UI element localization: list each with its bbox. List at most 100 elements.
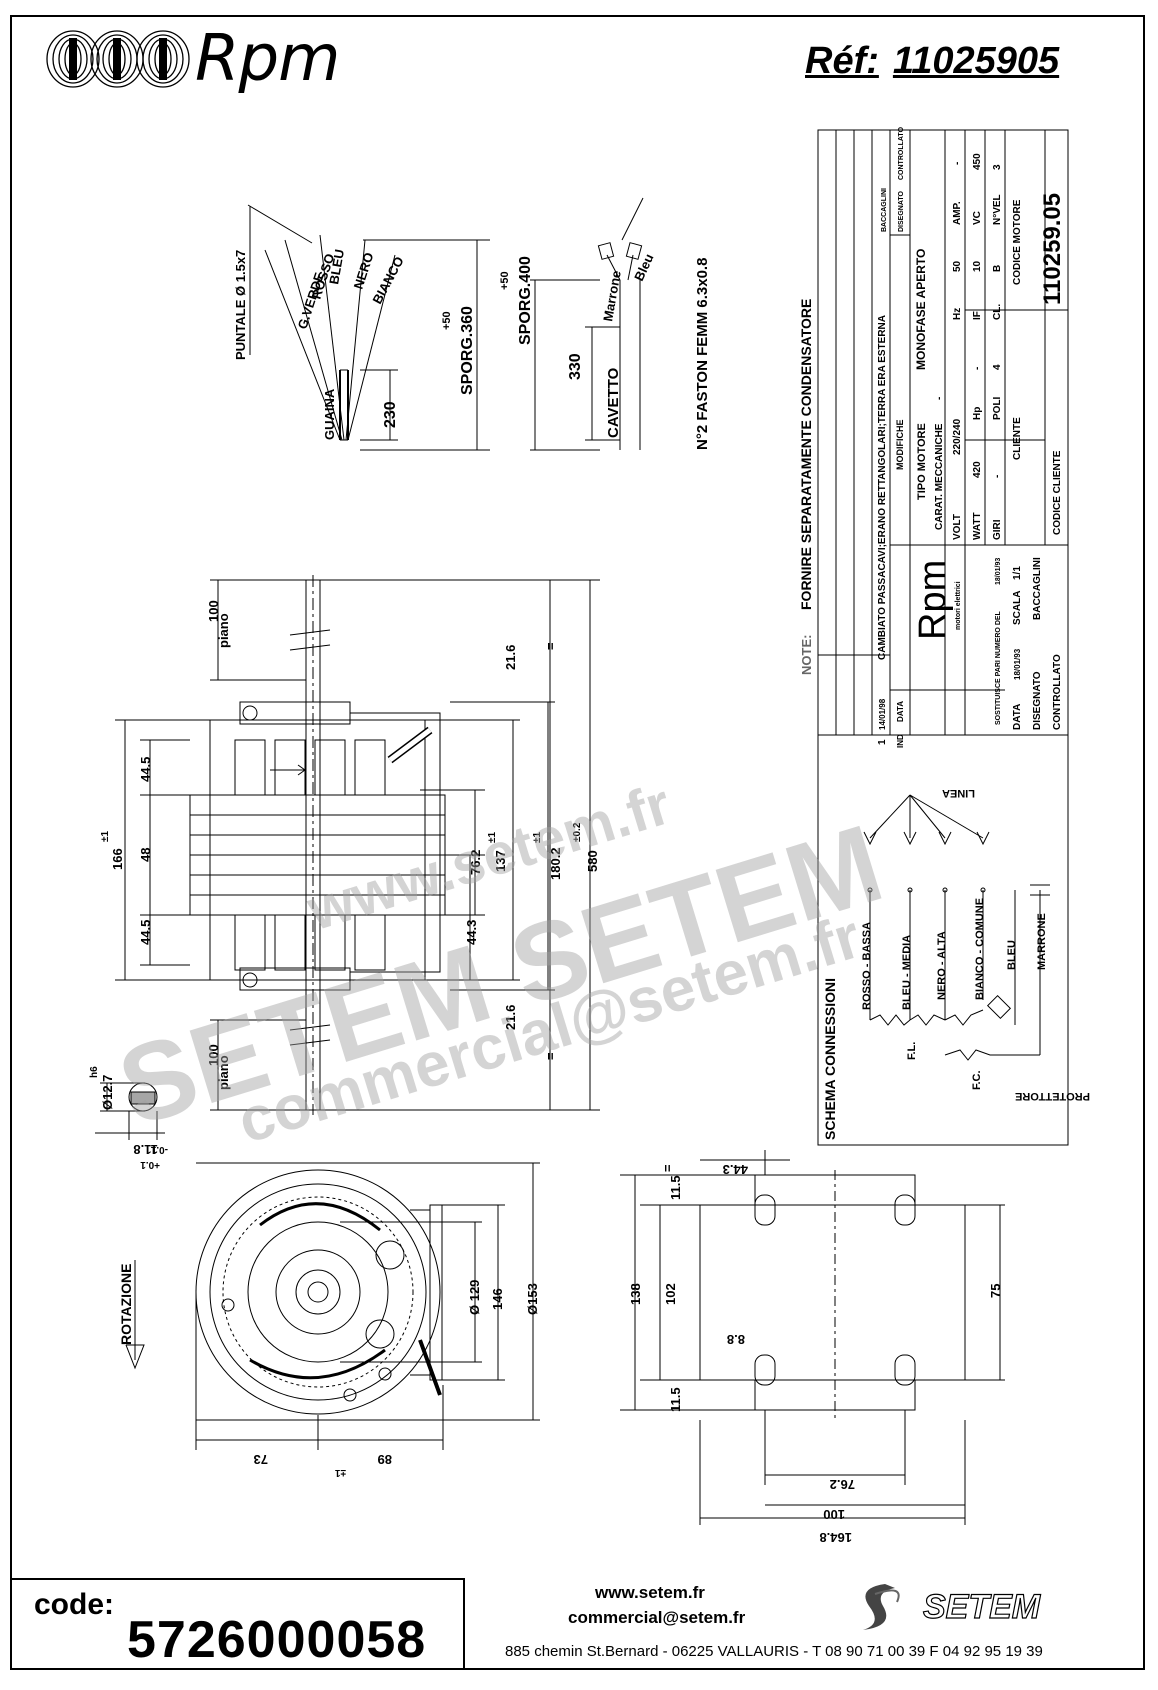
hz-label: Hz [952, 308, 963, 320]
cl-label: CL. [992, 304, 1003, 320]
dim-21-6-top: 21.6 [503, 645, 518, 670]
wire-bleu: Bleu [631, 251, 657, 283]
dim-102: 102 [663, 1283, 678, 1305]
eq-top: = [543, 642, 558, 650]
dim-180-2-tol: ±1 [532, 832, 543, 843]
carat-mecc: - [934, 397, 945, 400]
schema-label-bleu-media: BLEU - MEDIA [901, 935, 913, 1010]
codice-cliente-label: CODICE CLIENTE [1052, 450, 1063, 535]
poli: 4 [992, 364, 1003, 370]
drawing-sheet [10, 15, 1145, 1670]
dim-138: 138 [628, 1283, 643, 1305]
piano-bottom-dim: 100 [206, 1044, 221, 1066]
dim-166-tol: ±1 [100, 831, 111, 842]
data-value: 18/01/93 [1013, 648, 1022, 680]
wiring-schematic [863, 794, 1050, 1061]
shaft-flat-tol: -0.1 [150, 1144, 168, 1155]
rotation-label: ROTAZIONE [118, 1264, 134, 1345]
dim-8-8: 8.8 [727, 1332, 745, 1347]
shaft-fit: h6 [89, 1066, 100, 1078]
giri-label: GIRI [992, 519, 1003, 540]
puntale-label: PUNTALE Ø 1.5x7 [233, 250, 248, 360]
guaina-label: GUAINA [322, 388, 337, 440]
dim-180-2: 180.2 [548, 847, 563, 880]
wire-bundle-diagram [247, 204, 490, 451]
sostituisce-date: 18/01/93 [995, 558, 1002, 585]
nvel-label: N°VEL [992, 194, 1003, 225]
shaft-diameter: Ø12.7 [100, 1075, 115, 1110]
col-controllato: CONTROLLATO [898, 126, 905, 180]
schema-fc: F.C. [971, 1070, 983, 1090]
dim-166: 166 [110, 848, 125, 870]
sporg-360-tol: +50 [441, 311, 453, 330]
controllato-label: CONTROLLATO [1052, 654, 1063, 730]
piano-bottom: piano [216, 1055, 231, 1090]
code-box: code: 5726000058 [10, 1578, 465, 1670]
vc-label: VC [972, 211, 983, 225]
footer-address: 885 chemin St.Bernard - 06225 VALLAURIS … [505, 1643, 1043, 1660]
nvel: 3 [992, 164, 1003, 170]
dim-580: 580 [585, 850, 600, 872]
eq-bottom-view: = [660, 1164, 675, 1172]
cliente-label: CLIENTE [1012, 417, 1023, 460]
hp-label: Hp [972, 407, 983, 420]
dia-129: Ø 129 [467, 1280, 482, 1315]
col-baccaglini: BACCAGLINI [881, 188, 888, 232]
wire-white: BIANCO [369, 254, 406, 306]
tipo-motore: MONOFASE APERTO [914, 249, 928, 370]
reference-number: Réf:11025905 [805, 40, 1059, 83]
dim-21-6-bottom: 21.6 [503, 1005, 518, 1030]
logo-text: Rpm [912, 560, 954, 640]
disegnato: BACCAGLINI [1032, 557, 1043, 620]
motor-bottom-view [620, 1150, 1005, 1525]
watt: 420 [972, 461, 983, 478]
hz: 50 [952, 260, 963, 272]
rev-date: 14/01/98 [878, 698, 887, 730]
note-text: FORNIRE SEPARATAMENTE CONDENSATORE [798, 299, 814, 610]
cable-diagram [530, 197, 644, 451]
logo-sub: motori elettrici [955, 581, 962, 630]
cl: B [992, 265, 1003, 272]
sporg-400: SPORG.400 [517, 256, 534, 345]
schema-title: SCHEMA CONNESSIONI [822, 978, 838, 1140]
setem-logo-text: SETEM [923, 1588, 1041, 1626]
schema-label-rosso: ROSSO - BASSA [861, 922, 873, 1010]
shaft-flat-tol2: +0.1 [140, 1159, 160, 1170]
giri: - [992, 475, 1003, 478]
cavetto-label: CAVETTO [605, 367, 622, 438]
ref-value: 11025905 [892, 40, 1060, 82]
schema-label-bleu: BLEU [1006, 940, 1018, 970]
motor-side-view [115, 575, 600, 1115]
schema-label-marrone: MARRONE [1036, 913, 1048, 970]
scala-label: SCALA [1012, 591, 1023, 625]
dim-164-8: 164.8 [819, 1530, 852, 1545]
col-ind: IND [896, 734, 905, 748]
dim-137-tol: ±1 [487, 832, 498, 843]
sostituisce-label: SOSTITUISCE PARI NUMERO DEL [995, 610, 1002, 725]
if-label: IF [972, 311, 983, 320]
schema-label-nero: NERO - ALTA [936, 931, 948, 1000]
title-block [817, 129, 1069, 1146]
shaft-flat: 11.8 [133, 1142, 158, 1157]
code-label: code: [34, 1588, 115, 1621]
volt: 220/240 [952, 418, 963, 455]
schema-linea: LINEA [942, 787, 975, 799]
col-data: DATA [896, 701, 905, 722]
shaft-section-detail [95, 1082, 165, 1140]
eq-bottom: = [543, 1052, 558, 1060]
schema-protettore: PROTETTORE [1015, 1090, 1090, 1102]
dim-75: 75 [988, 1284, 1003, 1298]
watt-label: WATT [972, 512, 983, 540]
sporg-360: SPORG.360 [459, 306, 476, 395]
dim-44-5-bottom: 44.5 [138, 920, 153, 945]
schema-fl: F.L. [906, 1042, 918, 1060]
rev-ind: 1 [877, 739, 888, 745]
dim-76-2-bottom: 76.2 [830, 1477, 855, 1492]
footer-email[interactable]: commercial@setem.fr [568, 1608, 746, 1627]
footer-website[interactable]: www.setem.fr [595, 1583, 705, 1602]
hp: - [972, 367, 983, 370]
wire-blue: BLEU [326, 248, 347, 285]
dim-44-3: 44.3 [464, 920, 479, 945]
dim-230: 230 [382, 401, 399, 428]
